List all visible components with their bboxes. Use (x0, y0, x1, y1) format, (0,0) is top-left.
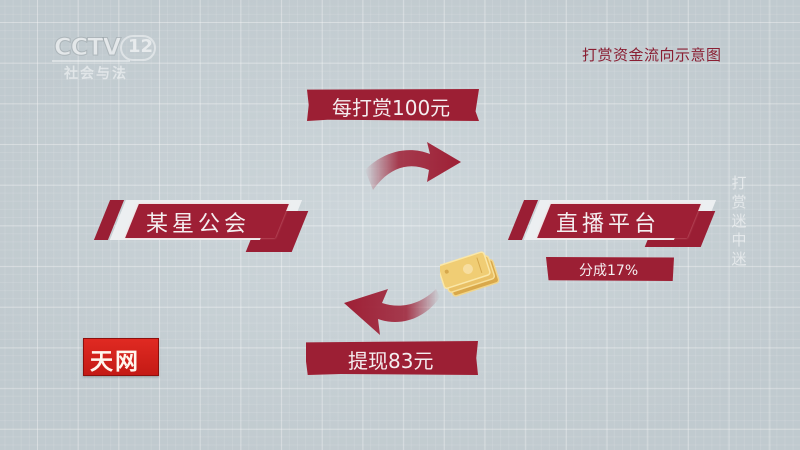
flow-withdraw-label: 提现83元 (348, 349, 434, 373)
logo-underline (52, 60, 130, 62)
node-platform: 直播平台 (507, 199, 720, 247)
program-logo: 天网 (83, 338, 159, 376)
channel-number-pill (120, 35, 156, 61)
money-bills-icon (440, 251, 500, 297)
flow-banner-withdraw: 提现83元 (306, 341, 478, 375)
program-logo-text: 天网 (90, 348, 140, 375)
flow-banner-tip: 每打赏100元 (307, 89, 479, 121)
node-label: 直播平台 (556, 212, 661, 237)
node-guild: 某星公会 (93, 199, 316, 252)
platform-share-banner: 分成17% (546, 257, 674, 281)
curved-arrow-left-icon (344, 289, 440, 335)
curved-arrow-right-icon (365, 142, 461, 190)
platform-share-label: 分成17% (579, 263, 639, 279)
channel-name: 社会与法 (64, 66, 128, 82)
channel-number: 12 (128, 36, 154, 57)
channel-logo: CCTV 12 社会与法 (50, 33, 160, 83)
diagram-title: 打赏资金流向示意图 (582, 46, 722, 64)
flow-tip-label: 每打赏100元 (332, 96, 451, 120)
cctv-wordmark: CCTV (53, 33, 121, 62)
program-watermark: 打赏迷中迷 (731, 174, 747, 268)
node-label: 某星公会 (146, 212, 251, 237)
